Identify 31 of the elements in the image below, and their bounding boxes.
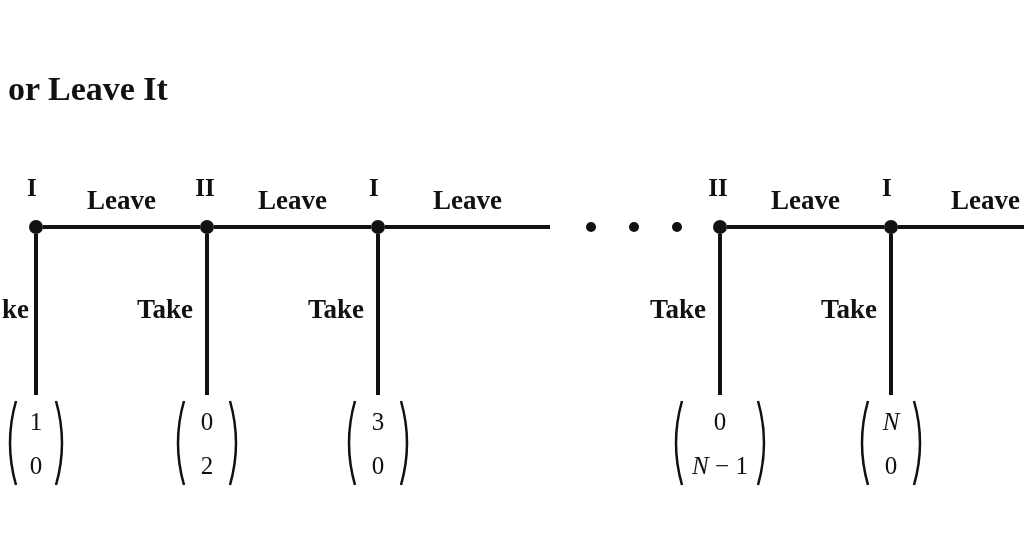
- player-label: II: [708, 175, 728, 200]
- decision-node: [884, 220, 898, 234]
- tree-branch: [34, 234, 38, 395]
- payoff-value: 2: [199, 453, 215, 478]
- tree-branch: [43, 225, 200, 229]
- payoff-value: 0: [883, 453, 899, 478]
- tree-branch: [889, 234, 893, 395]
- tree-branch: [385, 225, 550, 229]
- payoff-value: 0: [370, 453, 386, 478]
- player-label: I: [27, 175, 37, 200]
- decision-node: [29, 220, 43, 234]
- tree-branch: [727, 225, 884, 229]
- tree-branch: [205, 234, 209, 395]
- payoff-value: 0: [28, 453, 44, 478]
- decision-node: [371, 220, 385, 234]
- payoff-value: 3: [370, 409, 386, 434]
- tree-branch: [718, 234, 722, 395]
- player-label: I: [369, 175, 379, 200]
- payoff-value: 1: [28, 409, 44, 434]
- figure-title: or Leave It: [8, 70, 168, 108]
- decision-node: [713, 220, 727, 234]
- payoff-value: 0: [712, 409, 728, 434]
- player-label: II: [195, 175, 215, 200]
- player-label: I: [882, 175, 892, 200]
- payoff-value: N − 1: [691, 453, 749, 478]
- tree-branch: [214, 225, 371, 229]
- tree-branch: [376, 234, 380, 395]
- tree-branch: [898, 225, 1024, 229]
- payoff-value: N: [881, 409, 902, 434]
- payoff-value: 0: [199, 409, 215, 434]
- decision-node: [200, 220, 214, 234]
